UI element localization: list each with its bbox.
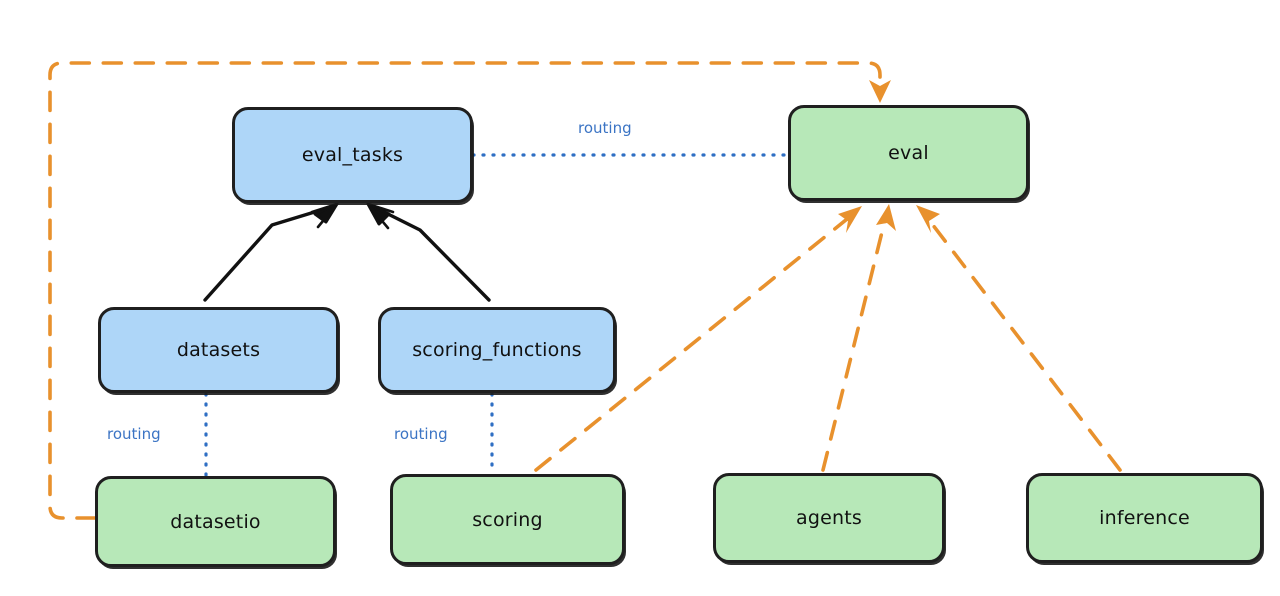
node-label: inference — [1099, 507, 1190, 529]
edge-label-routing-datasets-datasetio: routing — [107, 425, 161, 443]
node-datasets[interactable]: datasets — [98, 307, 339, 393]
node-label: datasets — [176, 339, 261, 361]
edge-scoring-to-eval — [534, 206, 862, 472]
edge-datasets-to-eval_tasks — [203, 202, 339, 302]
node-label: datasetio — [170, 510, 261, 533]
node-inference[interactable]: inference — [1026, 473, 1263, 563]
node-datasetio[interactable]: datasetio — [95, 476, 336, 567]
node-label: scoring_functions — [412, 339, 582, 361]
edge-datasetio-to-eval — [48, 61, 891, 520]
node-label: scoring — [472, 508, 543, 531]
node-label: eval_tasks — [301, 144, 404, 166]
edge-inference-to-eval — [916, 205, 1122, 472]
node-scoring[interactable]: scoring — [390, 474, 625, 565]
edge-scoring_functions-to-eval_tasks — [366, 202, 491, 302]
edge-agents-to-eval — [821, 204, 896, 472]
node-label: agents — [796, 507, 862, 529]
node-label: eval — [888, 142, 929, 164]
edge-label-routing-eval_tasks-eval: routing — [578, 119, 632, 137]
node-agents[interactable]: agents — [713, 473, 945, 563]
node-eval_tasks[interactable]: eval_tasks — [232, 107, 473, 203]
node-scoring_functions[interactable]: scoring_functions — [378, 307, 616, 393]
node-eval[interactable]: eval — [788, 105, 1029, 201]
edge-label-routing-scoring_functions-scoring: routing — [394, 425, 448, 443]
